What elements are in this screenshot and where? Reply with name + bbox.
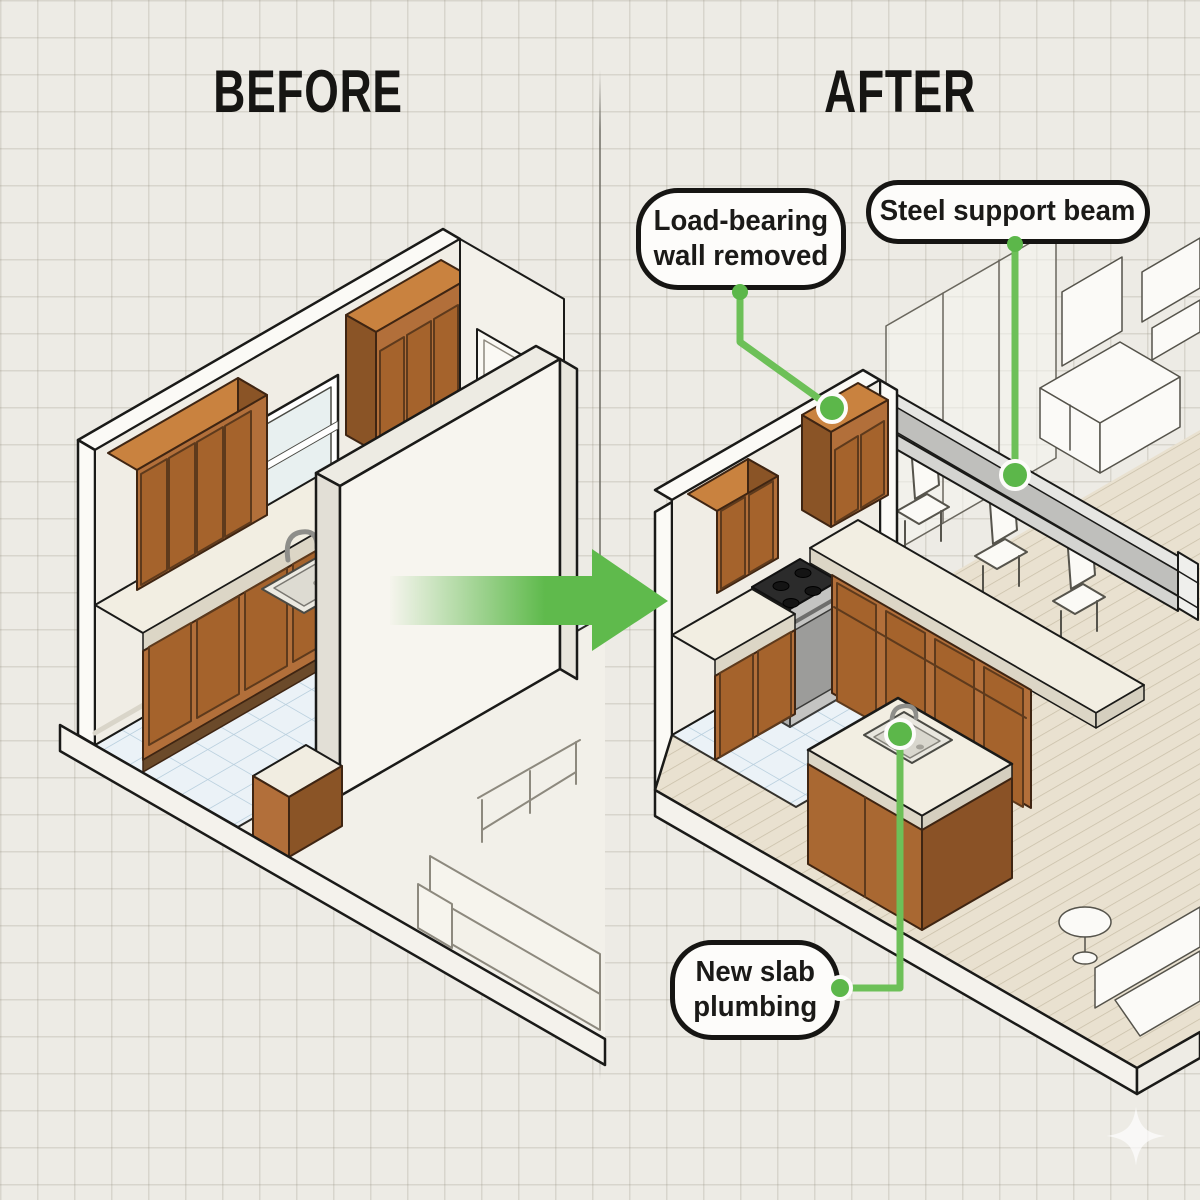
after-upper-cabinet-left bbox=[687, 458, 779, 594]
before-upper-cabinet-left bbox=[107, 377, 268, 591]
callout-plumbing: New slab plumbing bbox=[670, 940, 840, 1040]
after-tv-console-outline bbox=[1039, 256, 1181, 474]
after-heading: AFTER bbox=[824, 58, 976, 125]
before-gap-cabinet bbox=[252, 744, 343, 858]
callout-steel-beam-text: Steel support beam bbox=[880, 195, 1136, 228]
before-heading: BEFORE bbox=[213, 58, 403, 125]
before-living-room-outline bbox=[417, 739, 601, 1031]
sparkle-icon bbox=[1106, 1106, 1166, 1166]
after-scene bbox=[653, 227, 1200, 1096]
transition-arrow-icon bbox=[390, 549, 668, 651]
callout-steel-beam: Steel support beam bbox=[866, 180, 1150, 244]
after-sofa-bottom-outline bbox=[1094, 906, 1200, 1037]
before-upper-cabinet-right bbox=[345, 259, 472, 453]
before-scene bbox=[58, 227, 607, 1067]
after-left-counter bbox=[671, 588, 796, 761]
callout-load-bearing-wall: Load-bearing wall removed bbox=[636, 188, 846, 290]
after-sofa-top-outline bbox=[1141, 237, 1200, 361]
after-side-table-outline bbox=[1058, 906, 1112, 965]
callout-load-bearing-wall-text: Load-bearing wall removed bbox=[653, 204, 829, 272]
callout-plumbing-text: New slab plumbing bbox=[693, 955, 817, 1023]
